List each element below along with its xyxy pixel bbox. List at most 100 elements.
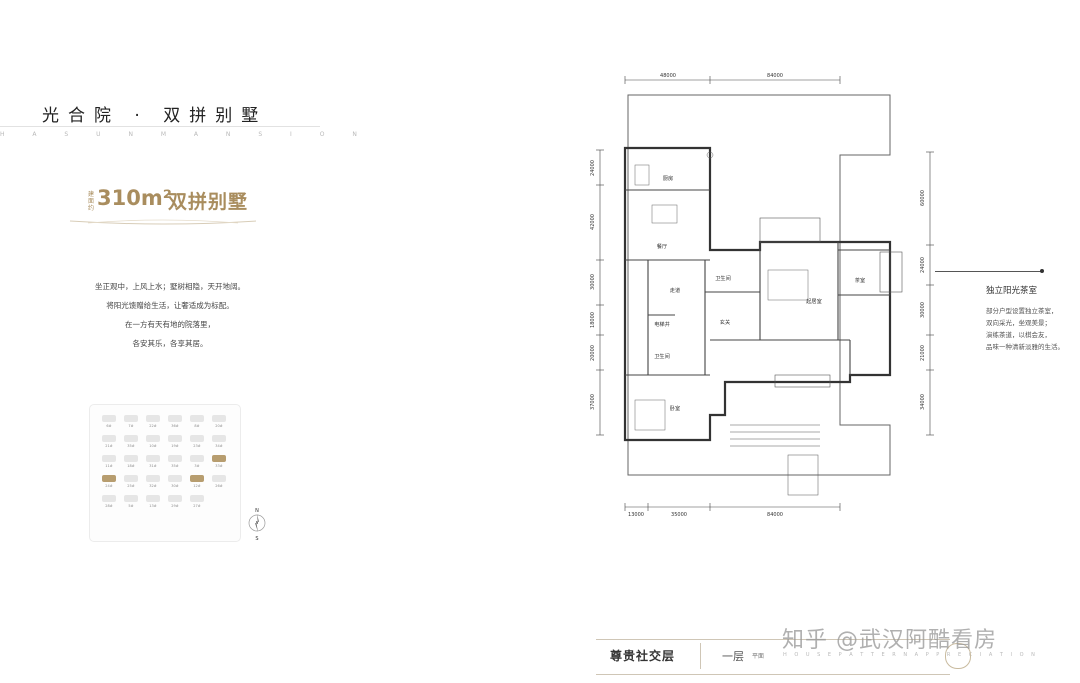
compass-icon: N S [248, 508, 266, 542]
dim-right-4: 21000 [920, 345, 926, 361]
furniture [634, 151, 809, 431]
site-building: 28# [102, 495, 116, 508]
bottom-dimension-line [624, 503, 841, 511]
dim-right-3: 30000 [920, 302, 926, 318]
dim-bottom-3: 84000 [767, 512, 783, 518]
footer-bar [596, 639, 950, 675]
footer-floor-label: 一层 [722, 650, 744, 663]
courtyard-boundary [627, 94, 891, 476]
site-building-label: 12# [193, 484, 200, 488]
site-building-label: 10# [149, 444, 156, 448]
site-building: 25# [124, 475, 138, 488]
description-line: 在一方有天有地的院落里， [125, 320, 215, 329]
room-tea: 茶室 [855, 276, 865, 284]
watermark: 知乎 @武汉阿酷看房 [782, 628, 997, 653]
site-building: 32# [146, 475, 160, 488]
entry-stairs [730, 424, 820, 496]
project-title: 光合院 · 双拼别墅 [42, 106, 268, 126]
site-building-label: 34# [215, 444, 222, 448]
compass-south: S [255, 536, 258, 542]
left-dimension-line [596, 149, 604, 436]
site-building: 3# [190, 455, 204, 468]
right-dimension-line [926, 151, 934, 436]
site-building: 27# [190, 495, 204, 508]
area-value: 310m² [97, 186, 172, 210]
site-building-label: 11# [105, 464, 112, 468]
area-badge-decoration [69, 219, 257, 225]
site-building: 22# [146, 415, 160, 428]
callout-leader-line [935, 271, 1043, 272]
house-type-label: 双拼别墅 [168, 191, 249, 213]
building-walls [623, 146, 892, 442]
room-corridor: 走道 [670, 286, 680, 294]
site-building: 30# [168, 475, 182, 488]
site-building: 18# [124, 455, 138, 468]
dim-right-2: 24000 [920, 257, 926, 273]
room-bedroom: 卧室 [670, 404, 680, 412]
window-marks [759, 217, 903, 388]
room-kitchen: 厨房 [663, 174, 673, 182]
dim-left-4: 18000 [590, 312, 596, 328]
room-foyer: 玄关 [720, 318, 730, 326]
site-plan-map: 6# 7# 22# 36# 8# 20# 21# 35# 10# 19# 23# 34# 11# 18# 3… [89, 404, 241, 542]
site-building: 36# [168, 415, 182, 428]
description-block: 坐正观中，上风上水；墅树相隐，天开地阔。 将阳光馈赠给生活，让奢适成为标配。 在… [60, 277, 280, 353]
site-building: 5# [124, 495, 138, 508]
callout-line: 品味一种清新淡雅的生活。 [986, 343, 1064, 351]
site-building: 35# [124, 435, 138, 448]
site-building: 24# [102, 475, 116, 488]
dim-top-2: 84000 [767, 73, 783, 79]
site-building-label: 36# [171, 424, 178, 428]
site-building-label: 31# [149, 464, 156, 468]
dim-bottom-1: 13000 [628, 512, 644, 518]
room-dining: 餐厅 [657, 242, 667, 250]
site-building-label: 8# [194, 424, 199, 428]
site-building: 19# [168, 435, 182, 448]
callout-description: 部分户型设置独立茶室， 双向采光，坐观美景； 演练茶道，以棋会友， 品味一种清新… [986, 305, 1064, 353]
site-building-label: 32# [149, 484, 156, 488]
site-building: 21# [102, 435, 116, 448]
site-building-label: 27# [193, 504, 200, 508]
site-building: 33# [212, 455, 226, 468]
description-line: 坐正观中，上风上水；墅树相隐，天开地阔。 [95, 282, 245, 291]
site-building-label: 33# [215, 464, 222, 468]
dim-left-3: 30000 [590, 274, 596, 290]
dim-bottom-2: 35000 [671, 512, 687, 518]
site-building-label: 5# [128, 504, 133, 508]
floor-plan: 48000 84000 13000 35000 84000 24000 4200… [590, 73, 934, 518]
description-line: 将阳光馈赠给生活，让奢适成为标配。 [106, 301, 234, 310]
dim-right-1: 60000 [920, 190, 926, 206]
site-building-label: 13# [149, 504, 156, 508]
site-building: 23# [190, 435, 204, 448]
room-living: 起居室 [806, 297, 822, 305]
site-building-label: 19# [171, 444, 178, 448]
dim-left-1: 24000 [590, 160, 596, 176]
site-building-label: 7# [128, 424, 133, 428]
site-building: 26# [212, 475, 226, 488]
callout-line: 双向采光，坐观美景； [986, 319, 1051, 327]
site-building-label: 35# [127, 444, 134, 448]
site-building-label: 24# [105, 484, 112, 488]
brand-seal-icon [945, 643, 971, 669]
site-building-label: 21# [105, 444, 112, 448]
site-building: 20# [212, 415, 226, 428]
dim-right-5: 34000 [920, 394, 926, 410]
room-elevator: 电梯井 [654, 320, 670, 328]
footer-english-text: H O U S E P A T T E R N A P P R E C I A … [783, 652, 1038, 658]
site-building: 29# [168, 495, 182, 508]
site-building: 13# [146, 495, 160, 508]
top-dimension-line [624, 76, 841, 84]
area-prefix-label: 建面约 [88, 191, 95, 212]
site-building-label: 26# [215, 484, 222, 488]
site-building: 6# [102, 415, 116, 428]
dim-left-6: 37000 [590, 394, 596, 410]
footer-divider [700, 643, 701, 669]
dim-left-5: 20000 [590, 345, 596, 361]
callout-dot [1040, 269, 1044, 273]
site-building-label: 35# [171, 464, 178, 468]
footer-floor-suffix: 平面 [752, 653, 765, 660]
tea-room-outline [837, 249, 891, 296]
site-building-label: 28# [105, 504, 112, 508]
description-line: 各安其乐，各享其居。 [132, 339, 208, 348]
site-building-label: 22# [149, 424, 156, 428]
